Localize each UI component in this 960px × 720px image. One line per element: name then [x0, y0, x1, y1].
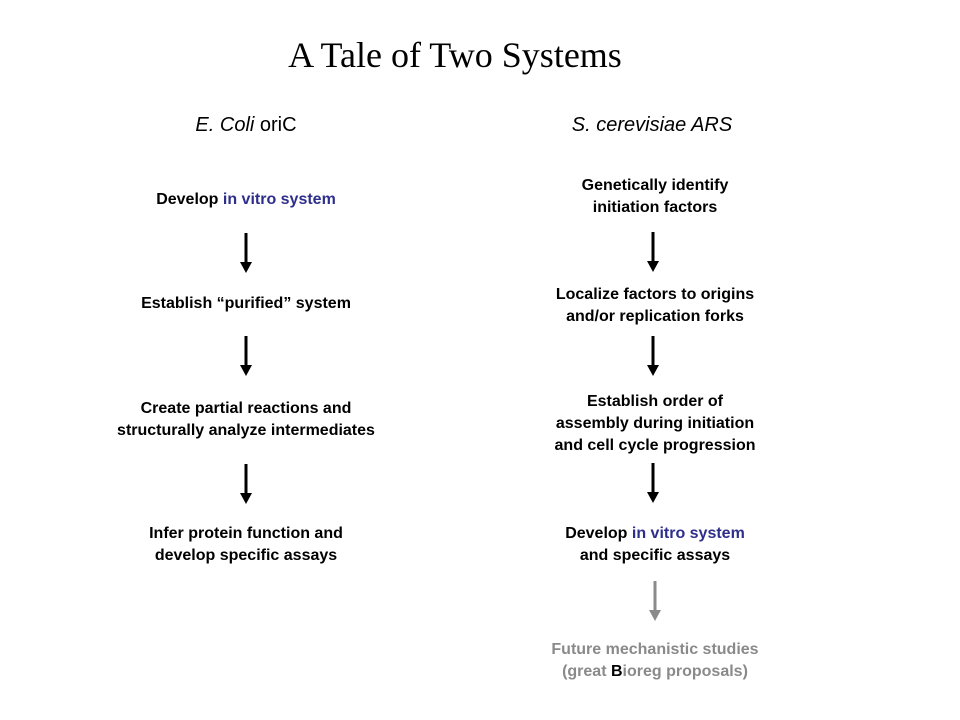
heading-organism: E. Coli — [195, 114, 255, 136]
step-text: (great — [562, 663, 611, 680]
right-column-heading: S. cerevisiae ARS — [571, 114, 733, 136]
right-arrow-2 — [646, 336, 660, 376]
step-line: and specific assays — [579, 547, 731, 564]
step-text: ioreg proposals) — [622, 663, 748, 680]
right-step-2: Localize factors to origins and/or replic… — [490, 284, 820, 328]
step-text: Develop — [156, 191, 223, 208]
step-emphasis: B — [610, 663, 623, 680]
step-line: and cell cycle progression — [554, 437, 756, 454]
step-line: and/or replication forks — [566, 308, 744, 325]
step-line: Infer protein function and — [149, 525, 343, 542]
right-arrow-1 — [646, 232, 660, 272]
right-step-3: Establish order of assembly during initia… — [490, 391, 820, 457]
left-step-1: Develop in vitro system — [60, 189, 432, 211]
step-line: Genetically identify — [581, 177, 729, 194]
step-text: Develop — [565, 525, 632, 542]
step-line: structurally analyze intermediates — [117, 422, 375, 439]
step-line: Localize factors to origins — [555, 286, 755, 303]
step-line: develop specific assays — [154, 547, 338, 564]
left-column-heading: E. Coli oriC — [128, 114, 364, 137]
left-step-2: Establish “purified” system — [141, 295, 351, 312]
step-line: Create partial reactions and — [140, 400, 352, 417]
right-arrow-3 — [646, 463, 660, 503]
left-arrow-3 — [239, 464, 253, 504]
step-line: Future mechanistic studies — [551, 641, 759, 658]
heading-locus: oriC — [254, 114, 297, 136]
right-step-1: Genetically identify initiation factors — [490, 175, 820, 219]
step-highlight: in vitro system — [222, 191, 336, 208]
right-step-4: Develop in vitro system and specific assa… — [490, 523, 820, 567]
step-line: Establish order of — [586, 393, 724, 410]
right-step-5: Future mechanistic studies (great Bioreg … — [490, 639, 820, 683]
slide-title: A Tale of Two Systems — [288, 35, 622, 75]
step-line: Develop in vitro system — [490, 523, 820, 545]
step-line: initiation factors — [592, 199, 718, 216]
left-arrow-1 — [239, 233, 253, 273]
step-line: assembly during initiation — [555, 415, 755, 432]
right-arrow-4 — [648, 581, 662, 621]
left-step-4: Infer protein function and develop specif… — [60, 523, 432, 567]
step-highlight: in vitro system — [631, 525, 745, 542]
left-step-3: Create partial reactions and structurally… — [60, 398, 432, 442]
step-line: (great Bioreg proposals) — [490, 661, 820, 683]
left-arrow-2 — [239, 336, 253, 376]
